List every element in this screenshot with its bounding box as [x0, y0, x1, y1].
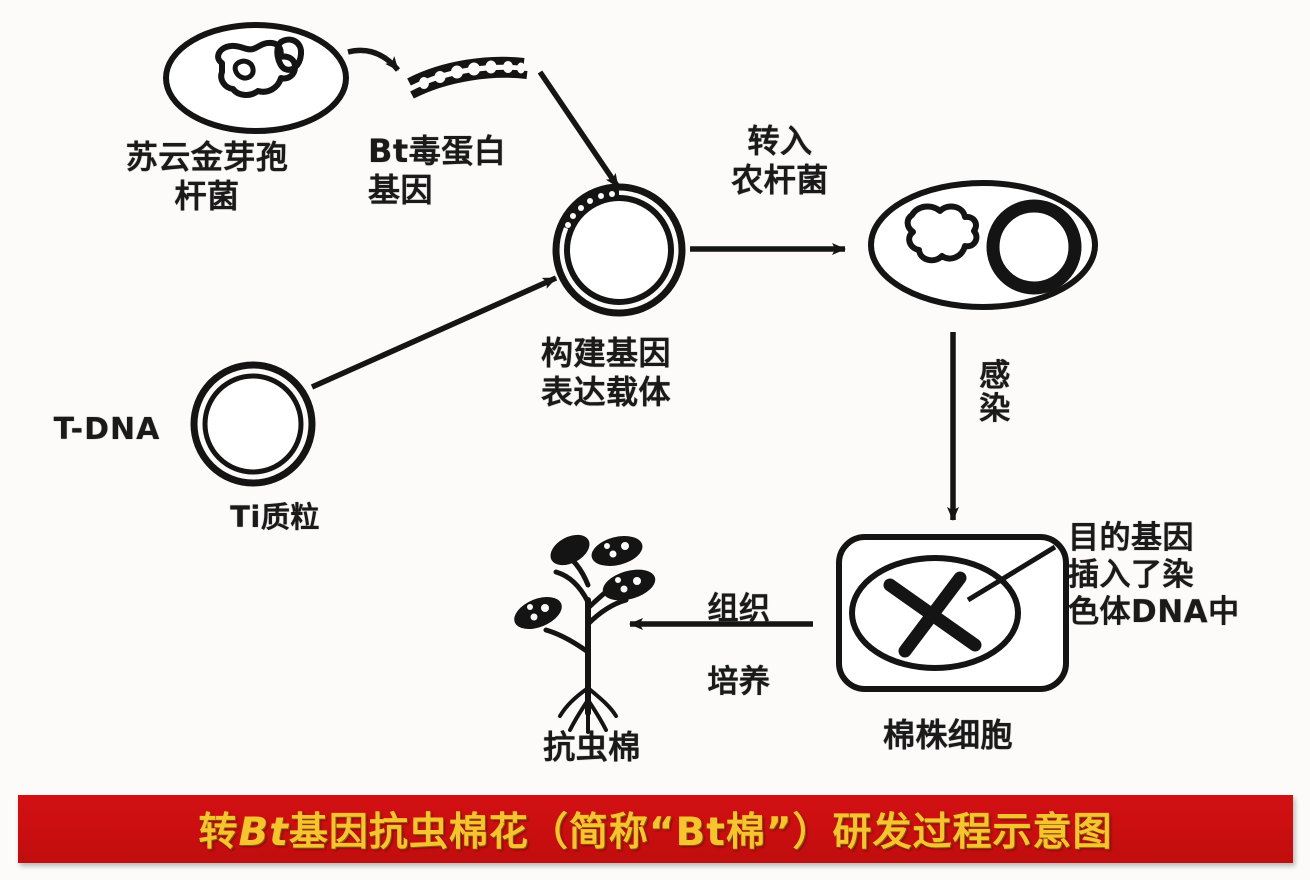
- chromosome-arm-2: [898, 571, 967, 658]
- agrobacterium-membrane: [868, 180, 1098, 310]
- bacillus-spore-icon: [274, 36, 305, 73]
- label-gene-inserted: 目的基因 插入了染 色体DNA中: [1068, 520, 1240, 631]
- caption-suffix: 基因抗虫棉花（简称“Bt棉”）研发过程示意图: [288, 810, 1113, 855]
- plant-leaf-2: [591, 536, 643, 566]
- bacillus-cell-group: [163, 22, 349, 134]
- plant-leaf-spots: [527, 542, 641, 621]
- label-transfer-agrobacterium: 转入 农杆菌: [731, 122, 829, 200]
- dna-strand-bottom: [410, 69, 528, 99]
- cotton-cell-nucleus: [849, 555, 1021, 671]
- cotton-plant-group: [514, 534, 656, 734]
- label-bt-gene: Bt毒蛋白 基因: [368, 132, 507, 210]
- ti-plasmid-group: [190, 361, 316, 487]
- plant-root-4: [586, 698, 608, 732]
- cotton-cell-group: [836, 534, 1069, 692]
- vector-outer-ring: [552, 183, 686, 317]
- ti-plasmid-inner-ring: [202, 373, 304, 475]
- plant-branch-left-upper: [553, 569, 591, 605]
- caption-banner: 转Bt基因抗虫棉花（简称“Bt棉”）研发过程示意图: [18, 795, 1293, 863]
- ti-plasmid-outer-ring: [190, 361, 316, 487]
- plant-branch-left-lower: [543, 627, 591, 655]
- label-ti-plasmid: Ti质粒: [230, 500, 320, 534]
- label-bacillus: 苏云金芽孢 杆菌: [125, 138, 289, 216]
- vector-insert-markers: [565, 191, 615, 228]
- gene-expression-vector-group: [552, 183, 686, 317]
- plant-leaf-1: [550, 534, 590, 566]
- label-t-dna: T-DNA: [53, 412, 161, 447]
- arrow-bacillus-to-gene: [347, 47, 401, 72]
- dna-base-pairs: [419, 60, 525, 89]
- dna-strand-top: [407, 56, 525, 86]
- plant-leaf-4: [514, 596, 562, 630]
- label-tissue-culture: 组织 培养: [707, 591, 771, 700]
- callout-leader-line: [966, 544, 1057, 603]
- bacillus-inclusion-icon: [232, 58, 256, 81]
- plant-root-2: [586, 686, 618, 718]
- caption-bt-italic: Bt: [238, 810, 289, 855]
- label-cotton-cell: 棉株细胞: [882, 716, 1013, 754]
- bacillus-chromosome-icon: [215, 39, 298, 98]
- plant-root-3: [568, 698, 590, 732]
- agrobacterium-cell-group: [868, 180, 1098, 310]
- plant-branch-right-mid: [585, 597, 629, 627]
- label-bt-cotton: 抗虫棉: [543, 728, 641, 766]
- agrobacterium-recombinant-plasmid-icon: [986, 199, 1082, 295]
- bacillus-cell-membrane: [163, 22, 349, 134]
- caption-prefix: 转: [198, 810, 239, 855]
- label-infect: 感 染: [979, 358, 1011, 427]
- plant-root-1: [558, 686, 590, 718]
- agrobacterium-chromosome-icon: [904, 203, 980, 264]
- arrow-tiplasmid-to-vector: [310, 275, 558, 390]
- caption-text: 转Bt基因抗虫棉花（简称“Bt棉”）研发过程示意图: [198, 801, 1112, 857]
- label-gene-vector: 构建基因 表达载体: [540, 334, 671, 412]
- bt-gene-fragment-group: [407, 56, 528, 99]
- arrow-gene-to-vector: [537, 70, 621, 189]
- plant-leaf-3: [602, 569, 656, 601]
